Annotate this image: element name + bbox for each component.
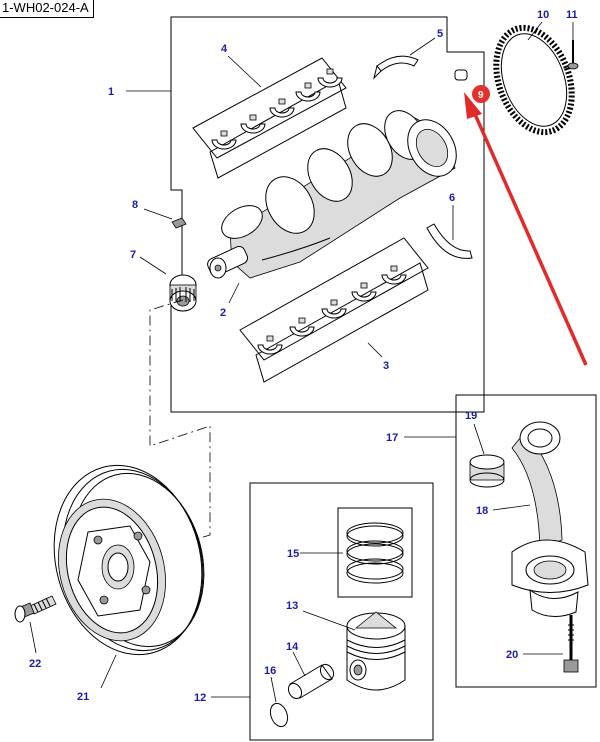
callout-1: 1 xyxy=(108,86,114,98)
callout-3: 3 xyxy=(383,360,389,372)
piston xyxy=(346,611,406,691)
lower-thrust-washer xyxy=(426,223,473,259)
callout-labels: 1 2 3 4 5 6 7 8 9 10 11 12 13 14 15 16 1… xyxy=(29,9,578,704)
callout-13: 13 xyxy=(286,600,298,612)
circlip xyxy=(269,702,289,728)
dowel-pin xyxy=(454,69,468,81)
highlight-badge xyxy=(472,85,490,103)
callout-22: 22 xyxy=(29,658,41,670)
connecting-rod-frame xyxy=(455,394,597,688)
callout-11: 11 xyxy=(566,9,578,21)
alignment-line xyxy=(149,299,211,546)
piston-rings xyxy=(346,522,404,584)
piston-group-frame xyxy=(249,482,434,741)
piston-rings-frame xyxy=(337,507,413,598)
callout-4: 4 xyxy=(221,43,228,55)
piston-pin xyxy=(287,663,335,700)
timing-gear xyxy=(169,274,197,312)
thrust-washer-tab xyxy=(373,64,382,80)
callout-14: 14 xyxy=(286,641,299,653)
callout-19: 19 xyxy=(465,410,477,422)
ring-gear-bolt xyxy=(567,40,579,70)
lower-bearing-shells xyxy=(239,237,429,383)
callout-8: 8 xyxy=(132,199,138,211)
highlight-arrow xyxy=(464,92,588,366)
crankshaft xyxy=(207,110,457,279)
callout-17: 17 xyxy=(386,432,398,444)
upper-thrust-washer xyxy=(376,55,419,72)
callout-5: 5 xyxy=(437,28,443,40)
callout-2: 2 xyxy=(220,307,226,319)
callout-7: 7 xyxy=(130,249,136,261)
small-end-bush xyxy=(469,454,505,488)
upper-bearing-shells xyxy=(192,57,347,179)
flywheel-ring-gear xyxy=(493,24,575,136)
callout-18: 18 xyxy=(476,505,488,517)
crankshaft-group-frame xyxy=(170,16,485,413)
leader-lines xyxy=(29,21,574,703)
document-code: 1-WH02-024-A xyxy=(0,0,94,18)
rod-bolt xyxy=(563,615,579,673)
connecting-rod xyxy=(511,421,589,617)
crank-key xyxy=(171,217,187,229)
callout-9: 9 xyxy=(478,90,484,101)
pulley-bolt xyxy=(14,595,57,623)
callout-6: 6 xyxy=(449,192,455,204)
callout-21: 21 xyxy=(77,691,89,703)
callout-15: 15 xyxy=(287,548,299,560)
callout-16: 16 xyxy=(264,665,276,677)
crank-pulley xyxy=(53,464,205,656)
callout-12: 12 xyxy=(194,692,206,704)
callout-10: 10 xyxy=(537,9,549,21)
callout-20: 20 xyxy=(506,649,518,661)
